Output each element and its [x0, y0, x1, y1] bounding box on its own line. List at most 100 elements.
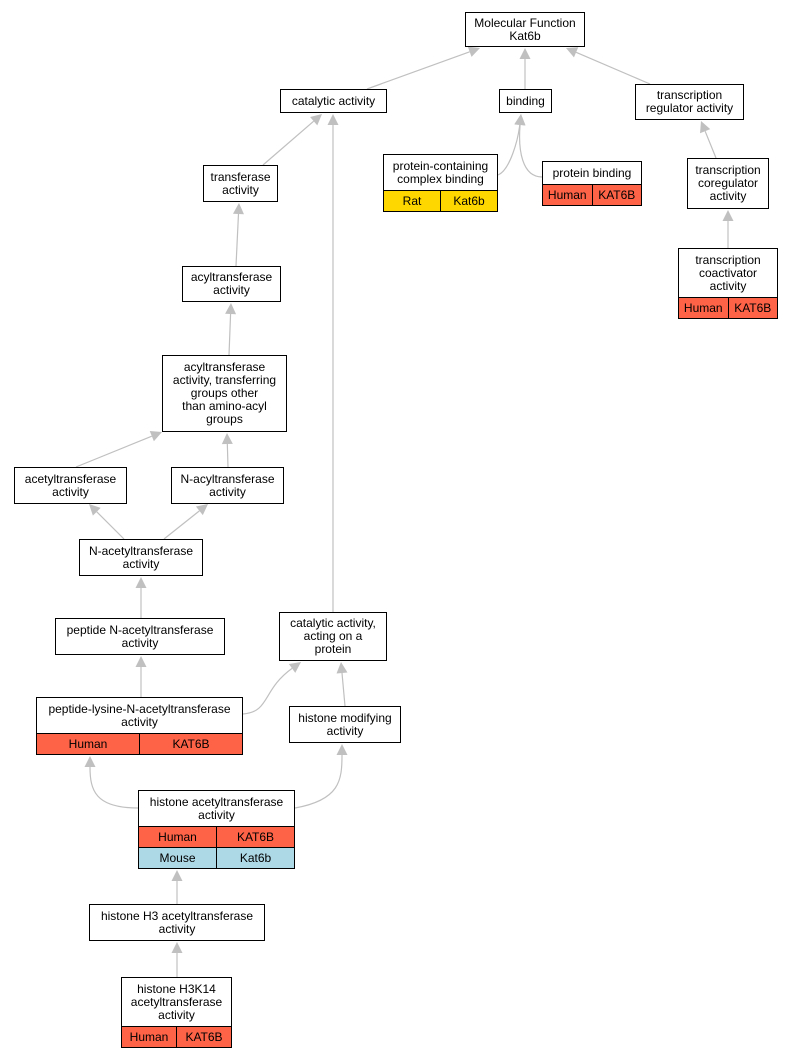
- go-term-node[interactable]: transcription coregulator activity: [687, 158, 769, 209]
- go-term-label: histone H3K14 acetyltransferase activity: [130, 981, 223, 1022]
- go-term-node[interactable]: peptide-lysine-N-acetyltransferase activ…: [36, 697, 243, 755]
- go-term-label: transcription regulator activity: [645, 88, 734, 115]
- is-a-edge: [235, 213, 240, 267]
- go-term-label: N-acyltransferase activity: [180, 471, 275, 499]
- is-a-edge: [228, 313, 232, 356]
- edge-arrowhead: [467, 46, 480, 57]
- edge-arrowhead: [310, 114, 322, 126]
- annotation-row: Human KAT6B: [543, 184, 641, 205]
- edge-arrowhead: [135, 577, 147, 588]
- go-term-node[interactable]: N-acetyltransferase activity: [79, 539, 203, 576]
- go-term-label: histone H3 acetyltransferase activity: [100, 908, 254, 936]
- edge-arrowhead: [336, 744, 348, 755]
- is-a-edge: [163, 510, 200, 540]
- gene-cell: Kat6b: [440, 191, 497, 211]
- go-term-node[interactable]: catalytic activity: [280, 89, 387, 113]
- species-cell: Human: [158, 830, 197, 844]
- is-a-edge: [519, 124, 543, 178]
- gene-cell: Kat6b: [216, 848, 294, 868]
- edge-arrowhead: [700, 121, 711, 134]
- edge-arrowhead: [232, 203, 244, 215]
- is-a-edge: [575, 51, 651, 85]
- edge-arrowhead: [566, 47, 579, 58]
- edge-arrowhead: [171, 870, 183, 881]
- go-term-label: histone modifying activity: [298, 710, 392, 738]
- go-term-label: histone acetyltransferase activity: [149, 794, 284, 822]
- go-term-node[interactable]: histone H3 acetyltransferase activity: [89, 904, 265, 941]
- species-cell: Mouse: [159, 851, 196, 865]
- is-a-edge: [294, 754, 343, 809]
- edge-arrowhead: [195, 504, 208, 516]
- species-cell: Rat: [402, 194, 422, 208]
- annotation-row: Human KAT6B: [37, 733, 242, 754]
- is-a-edge: [497, 124, 521, 176]
- is-a-edge: [89, 766, 139, 809]
- go-term-label: Molecular Function Kat6b: [474, 15, 576, 43]
- edge-arrowhead: [519, 48, 531, 59]
- annotation-row: Mouse Kat6b: [139, 847, 294, 868]
- go-term-label: transcription coregulator activity: [695, 163, 761, 203]
- go-term-label: acyltransferase activity, transferring g…: [172, 360, 277, 426]
- go-term-node[interactable]: histone H3K14 acetyltransferase activity…: [121, 977, 232, 1048]
- gene-cell: KAT6B: [216, 827, 294, 847]
- go-term-node[interactable]: acyltransferase activity, transferring g…: [162, 355, 287, 432]
- edge-arrowhead: [84, 756, 96, 767]
- go-term-node[interactable]: acyltransferase activity: [182, 266, 281, 302]
- is-a-edge: [341, 672, 346, 707]
- edge-arrowhead: [336, 662, 348, 674]
- gene-cell: KAT6B: [176, 1027, 231, 1047]
- edge-arrowhead: [89, 504, 101, 516]
- go-term-label: N-acetyltransferase activity: [88, 543, 194, 571]
- go-term-label: acetyltransferase activity: [24, 471, 117, 499]
- annotation-row: Human KAT6B: [679, 297, 777, 318]
- go-term-node[interactable]: acetyltransferase activity: [14, 467, 127, 504]
- go-term-label: transferase activity: [210, 169, 271, 197]
- go-term-node[interactable]: transcription regulator activity: [635, 84, 744, 120]
- edge-arrowhead: [514, 114, 526, 126]
- gene-cell: KAT6B: [591, 185, 642, 205]
- is-a-edge: [366, 51, 470, 90]
- go-term-node[interactable]: peptide N-acetyltransferase activity: [55, 618, 225, 655]
- go-term-label: catalytic activity, acting on a protein: [290, 616, 376, 656]
- is-a-edge: [262, 120, 315, 166]
- go-term-node[interactable]: N-acyltransferase activity: [171, 467, 284, 504]
- go-term-label: catalytic activity: [291, 93, 376, 108]
- is-a-edge: [242, 667, 293, 715]
- go-term-node[interactable]: Molecular Function Kat6b: [465, 12, 585, 47]
- is-a-edge: [704, 130, 717, 159]
- edge-arrowhead: [149, 431, 162, 442]
- go-term-label: protein binding: [552, 165, 632, 180]
- edge-arrowhead: [135, 656, 147, 667]
- is-a-edge: [226, 443, 229, 468]
- go-term-label: peptide-lysine-N-acetyltransferase activ…: [48, 701, 231, 729]
- annotation-row: Rat Kat6b: [384, 190, 497, 211]
- go-term-label: transcription coactivator activity: [695, 252, 761, 293]
- is-a-edge: [75, 435, 153, 468]
- edge-arrowhead: [722, 210, 734, 221]
- edge-arrowhead: [221, 433, 233, 445]
- edge-arrowhead: [288, 662, 301, 673]
- go-term-label: peptide N-acetyltransferase activity: [66, 622, 214, 650]
- species-cell: Human: [547, 188, 587, 202]
- annotation-row: Human KAT6B: [122, 1026, 231, 1047]
- go-term-node[interactable]: transferase activity: [203, 165, 278, 202]
- is-a-edge: [96, 511, 125, 540]
- go-term-label: protein-containing complex binding: [392, 158, 489, 186]
- species-cell: Human: [68, 737, 108, 751]
- go-term-node[interactable]: catalytic activity, acting on a protein: [279, 612, 387, 661]
- edge-arrowhead: [327, 114, 339, 125]
- gene-cell: KAT6B: [727, 298, 778, 318]
- gene-cell: KAT6B: [139, 734, 242, 754]
- annotation-row: Human KAT6B: [139, 826, 294, 847]
- go-term-node[interactable]: histone modifying activity: [289, 706, 401, 743]
- species-cell: Human: [683, 301, 723, 315]
- go-term-node[interactable]: binding: [499, 89, 552, 113]
- edge-arrowhead: [225, 303, 237, 315]
- species-cell: Human: [129, 1030, 169, 1044]
